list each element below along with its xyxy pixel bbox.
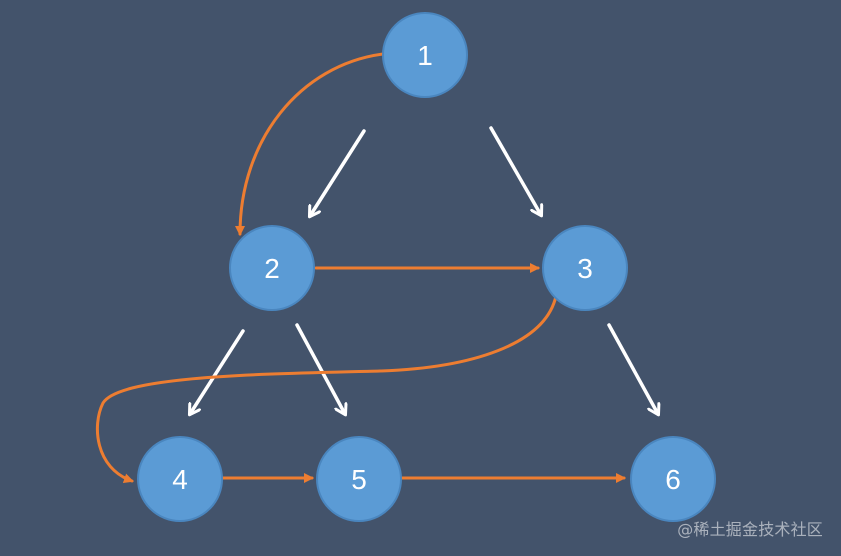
node-5: 5	[316, 436, 402, 522]
traversal-edge-1-2	[235, 52, 385, 236]
node-label: 1	[417, 40, 433, 71]
node-circle	[542, 225, 628, 311]
traversal-edge-3-4	[96, 294, 558, 484]
traversal-edges	[96, 52, 626, 484]
tree-edges	[190, 126, 658, 414]
node-2: 2	[229, 225, 315, 311]
node-label: 6	[665, 464, 681, 495]
tree-edge-2-5	[295, 323, 345, 414]
node-6: 6	[630, 436, 716, 522]
node-label: 2	[264, 253, 280, 284]
tree-edge-1-3	[489, 126, 541, 215]
watermark: @稀土掘金技术社区	[677, 520, 823, 539]
node-label: 5	[351, 464, 367, 495]
node-circle	[382, 12, 468, 98]
node-4: 4	[137, 436, 223, 522]
node-circle	[229, 225, 315, 311]
node-1: 1	[382, 12, 468, 98]
node-label: 4	[172, 464, 188, 495]
tree-edge-1-2	[310, 129, 366, 216]
tree-edge-2-4	[190, 329, 245, 414]
node-circle	[316, 436, 402, 522]
node-3: 3	[542, 225, 628, 311]
node-label: 3	[577, 253, 593, 284]
node-circle	[137, 436, 223, 522]
node-circle	[630, 436, 716, 522]
tree-edge-3-6	[607, 323, 658, 414]
